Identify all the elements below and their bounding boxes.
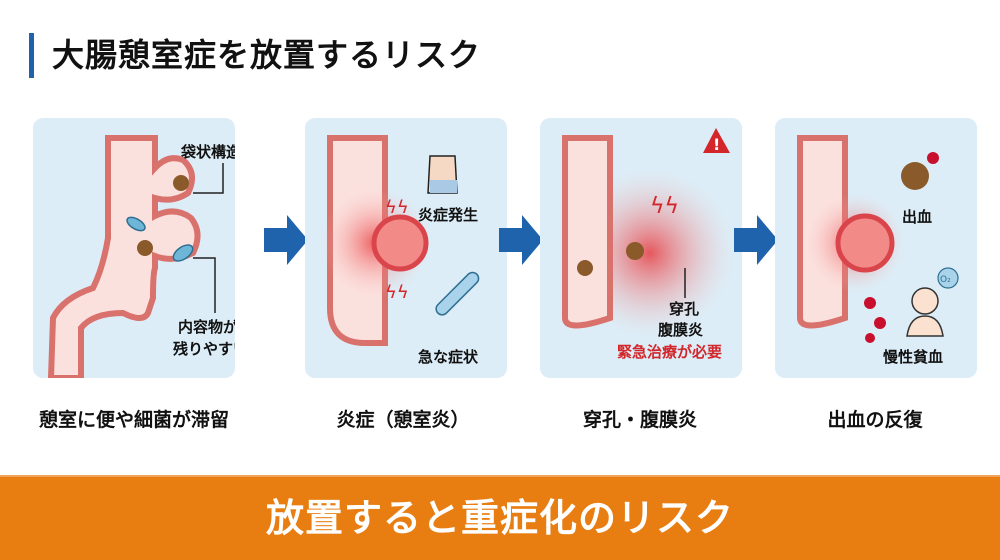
- tired-person-icon: [911, 287, 939, 315]
- oxygen-label: O₂: [940, 275, 951, 285]
- blood-drop-icon: [874, 317, 886, 329]
- colon-wall: [562, 135, 613, 329]
- inflamed-pouch: [371, 214, 429, 272]
- arrow-right-icon: [734, 215, 778, 265]
- lightning-icon: ϟϟ: [385, 197, 409, 218]
- stage-caption-1: 憩室に便や細菌が滞留: [38, 409, 229, 431]
- stool-icon: [577, 260, 593, 276]
- perforation-illustration: ! ϟϟ: [562, 128, 735, 338]
- stage-caption-3: 穿孔・腹膜炎: [582, 409, 697, 431]
- warning-triangle-icon: [703, 128, 730, 153]
- blood-drop-icon: [865, 333, 875, 343]
- bleeding-illustration: O₂: [797, 135, 959, 343]
- lightning-icon: ϟϟ: [650, 194, 679, 219]
- label-emergency-treatment: 緊急治療が必要: [617, 343, 723, 361]
- page-title: 大腸憩室症を放置するリスク: [52, 36, 482, 74]
- arrow-right-icon: [264, 215, 308, 265]
- label-acute-symptoms: 急な症状: [418, 348, 479, 366]
- pointer-line: [193, 257, 216, 313]
- arrow-right-icon: [499, 215, 543, 265]
- stool-icon: [626, 242, 644, 260]
- thermometer-icon: [435, 271, 480, 316]
- inflammation-illustration: ϟϟ ϟϟ: [320, 135, 480, 346]
- stage-caption-4: 出血の反復: [827, 409, 923, 431]
- label-pouch-structure: 袋状構造: [181, 143, 235, 161]
- blood-drop-icon: [927, 152, 939, 164]
- stage-card-3: ! ϟϟ 穿孔 腹膜炎 緊急治療が必要: [540, 118, 742, 378]
- oxygen-drop-icon: [937, 267, 959, 289]
- stool-icon: [137, 240, 153, 256]
- stage-card-2: ϟϟ ϟϟ 炎症発生 急な症状: [305, 118, 507, 378]
- lightning-icon: ϟϟ: [385, 282, 409, 303]
- abdomen-clothes: [430, 180, 457, 193]
- bloody-stool-icon: [901, 162, 929, 190]
- warning-mark: !: [713, 135, 720, 154]
- label-inflammation-onset: 炎症発生: [418, 206, 479, 224]
- label-chronic-anemia: 慢性貧血: [883, 348, 944, 366]
- stage-card-4: O₂ 出血 慢性貧血: [775, 118, 977, 378]
- label-content-retained-2: 残りやすい: [173, 340, 235, 358]
- banner-text: 放置すると重症化のリスク: [265, 496, 734, 540]
- stage-caption-2: 炎症（憩室炎）: [336, 409, 470, 431]
- title-accent-bar: [29, 33, 34, 78]
- risk-banner: 放置すると重症化のリスク: [0, 475, 1000, 560]
- blood-drop-icon: [864, 297, 876, 309]
- bacteria-icon: [172, 244, 194, 262]
- person-body: [906, 315, 944, 337]
- stage-card-1: 袋状構造 内容物が 残りやすい: [33, 118, 235, 378]
- bacteria-icon: [126, 216, 146, 232]
- colon-diverticula-illustration: [47, 135, 224, 378]
- label-perforation: 穿孔: [669, 300, 700, 318]
- colon-wall: [47, 135, 201, 378]
- label-bleeding: 出血: [902, 208, 933, 226]
- label-peritonitis: 腹膜炎: [658, 321, 704, 339]
- bleeding-pouch: [835, 213, 895, 273]
- label-content-retained-1: 内容物が: [178, 318, 235, 336]
- pointer-line: [193, 163, 224, 194]
- stool-icon: [173, 175, 189, 191]
